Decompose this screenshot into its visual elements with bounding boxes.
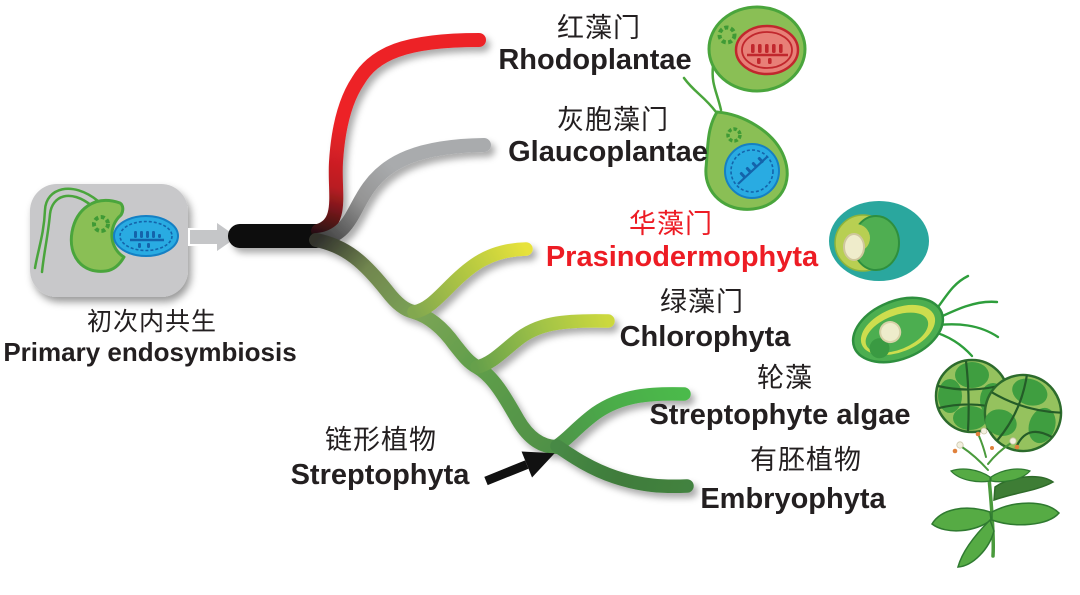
- prasinodermophyta-label-zh: 华藻门: [629, 209, 713, 239]
- chlorophyta-label-en: Chlorophyta: [619, 321, 791, 353]
- embryophyta-label-zh: 有胚植物: [750, 445, 862, 475]
- branch-glaucoplantae: [311, 138, 491, 247]
- chlorophyte-cell-icon: [851, 274, 1000, 364]
- cyanobacterium-icon: [113, 215, 179, 257]
- endosymbiosis-label-en: Primary endosymbiosis: [3, 337, 297, 367]
- glaucoplantae-label-zh: 灰胞藻门: [557, 105, 669, 135]
- branch-embryophyta: [550, 439, 694, 494]
- embryophyta-label-en: Embryophyta: [700, 483, 886, 515]
- streptophyte-algae-icon: [934, 358, 1063, 453]
- endosymbiosis-label-zh: 初次内共生: [86, 308, 218, 336]
- land-plant-icon: [931, 427, 1061, 568]
- transfer-arrow-icon: [188, 219, 241, 255]
- streptophyta-label-en: Streptophyta: [290, 459, 470, 491]
- host-cell-icon: [33, 187, 126, 274]
- glaucoplantae-label-en: Glaucoplantae: [508, 136, 708, 168]
- branch-prasinodermophyta: [407, 242, 533, 319]
- branch-rhodoplantae: [311, 33, 486, 238]
- red-alga-cell-icon: [707, 5, 807, 93]
- branch-streptophyte-algae: [550, 387, 691, 453]
- rhodoplantae-label-zh: 红藻门: [557, 13, 641, 43]
- chlorophyta-label-zh: 绿藻门: [660, 287, 744, 317]
- streptophyte-algae-label-zh: 轮藻: [757, 363, 813, 393]
- branch-main-green: [309, 233, 564, 454]
- rhodoplantae-label-en: Rhodoplantae: [498, 44, 692, 76]
- plant-flowers: [952, 427, 1020, 454]
- streptophyta-label-zh: 链形植物: [325, 425, 437, 455]
- glaucophyte-cell-icon: [682, 64, 789, 211]
- branch-chlorophyta: [470, 314, 615, 374]
- prasinodermophyta-label-en: Prasinodermophyta: [545, 241, 819, 273]
- prasinoderma-cell-icon: [829, 201, 929, 281]
- black-arrow-icon: [484, 451, 555, 486]
- streptophyte-algae-label-en: Streptophyte algae: [649, 399, 911, 431]
